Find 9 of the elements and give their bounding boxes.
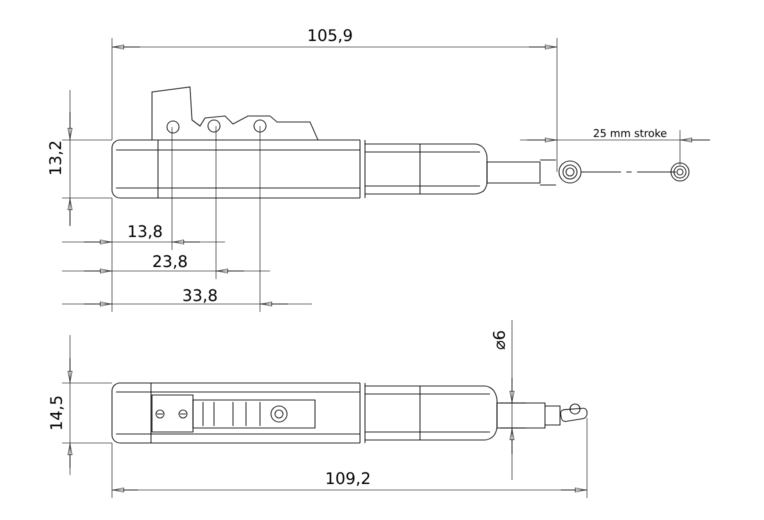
dimension-text: 14,5 — [50, 396, 64, 430]
dimension-text: 33,8 — [183, 289, 217, 303]
dimension-text: 13,8 — [128, 225, 162, 239]
dimension-text: 25 mm stroke — [594, 128, 666, 138]
dimension-text: 105,9 — [308, 29, 352, 43]
dimension-text: 23,8 — [153, 255, 187, 269]
dimension-text: 109,2 — [326, 472, 370, 486]
dimension-text: ⌀6 — [492, 331, 506, 350]
dimension-text: 13,2 — [49, 142, 63, 174]
